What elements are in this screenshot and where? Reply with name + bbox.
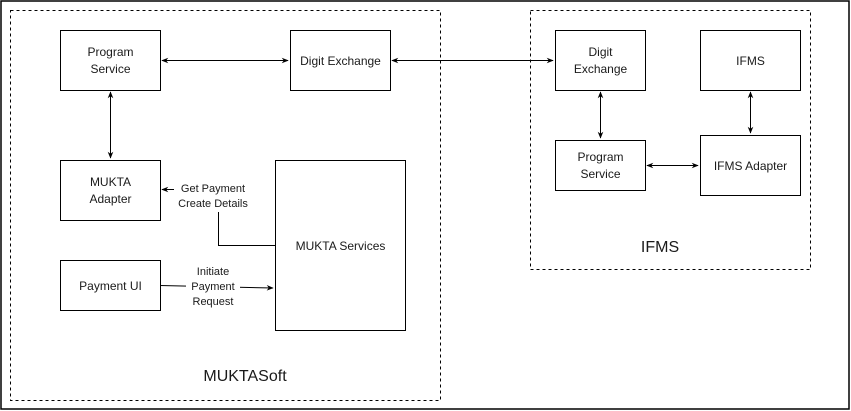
edge-label-initiate-3: Request xyxy=(193,296,234,308)
node-label: Service xyxy=(90,62,130,76)
node-ifms-adapter[interactable]: IFMS Adapter xyxy=(700,135,801,196)
node-label: Digit Exchange xyxy=(300,54,381,68)
node-program-service-right[interactable]: Program Service xyxy=(555,140,646,191)
node-label: IFMS xyxy=(736,54,765,68)
node-label: Service xyxy=(580,167,620,181)
edge-label-bg xyxy=(174,181,252,211)
node-mukta-adapter[interactable]: MUKTA Adapter xyxy=(60,160,161,221)
node-label: IFMS Adapter xyxy=(714,159,787,173)
node-label: MUKTA xyxy=(90,175,131,189)
edge-label-bg xyxy=(186,264,240,308)
node-program-service-left[interactable]: Program Service xyxy=(60,30,161,91)
node-digit-exchange-right[interactable]: Digit Exchange xyxy=(555,30,646,91)
edge-label-initiate-1: Initiate xyxy=(197,266,229,278)
muktasoft-container[interactable] xyxy=(10,10,441,401)
node-label: Program xyxy=(577,150,623,164)
node-label: MUKTA Services xyxy=(296,239,386,253)
node-mukta-services[interactable]: MUKTA Services xyxy=(275,160,406,331)
node-label: Exchange xyxy=(574,62,628,76)
ifms-container-label: IFMS xyxy=(641,239,679,256)
node-label: Adapter xyxy=(89,192,131,206)
muktasoft-container-label: MUKTASoft xyxy=(203,368,287,385)
edge-services-to-adapter[interactable] xyxy=(218,212,276,246)
node-label: Program xyxy=(87,45,133,59)
node-digit-exchange-left[interactable]: Digit Exchange xyxy=(290,30,391,91)
edge-label-get-payment-1: Get Payment xyxy=(181,183,245,195)
node-label: Digit xyxy=(588,45,613,59)
ifms-container[interactable] xyxy=(530,10,811,270)
edge-label-get-payment-2: Create Details xyxy=(178,198,248,210)
edge-label-initiate-2: Payment xyxy=(191,281,234,293)
node-ifms[interactable]: IFMS xyxy=(700,30,801,91)
node-payment-ui[interactable]: Payment UI xyxy=(60,260,161,311)
node-label: Payment UI xyxy=(79,279,142,293)
